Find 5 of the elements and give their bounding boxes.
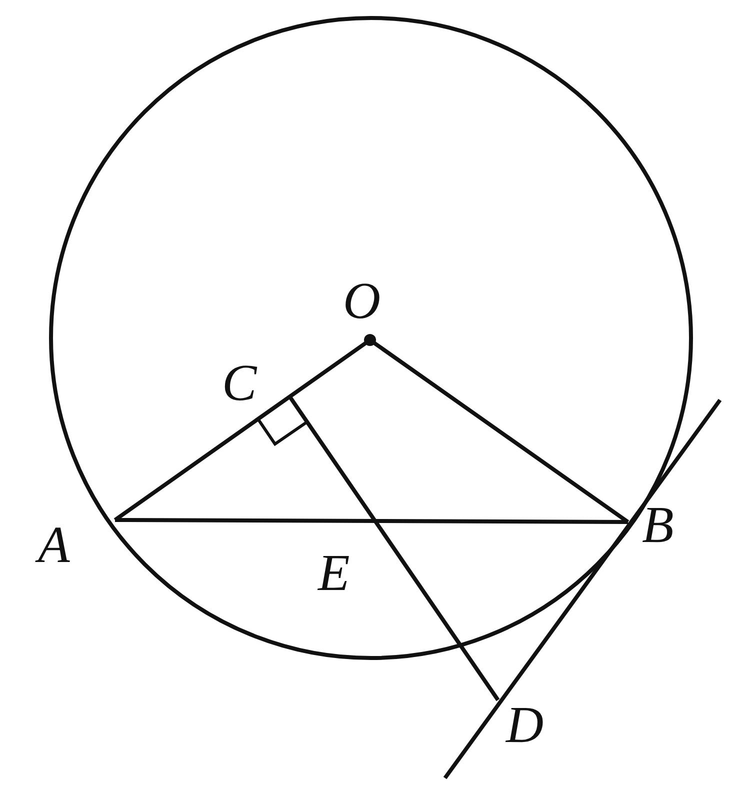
point-label: B: [642, 500, 674, 552]
point-label: O: [343, 276, 381, 328]
point-label: D: [506, 700, 544, 752]
point-label: C: [222, 358, 257, 410]
point-label: E: [318, 548, 350, 600]
